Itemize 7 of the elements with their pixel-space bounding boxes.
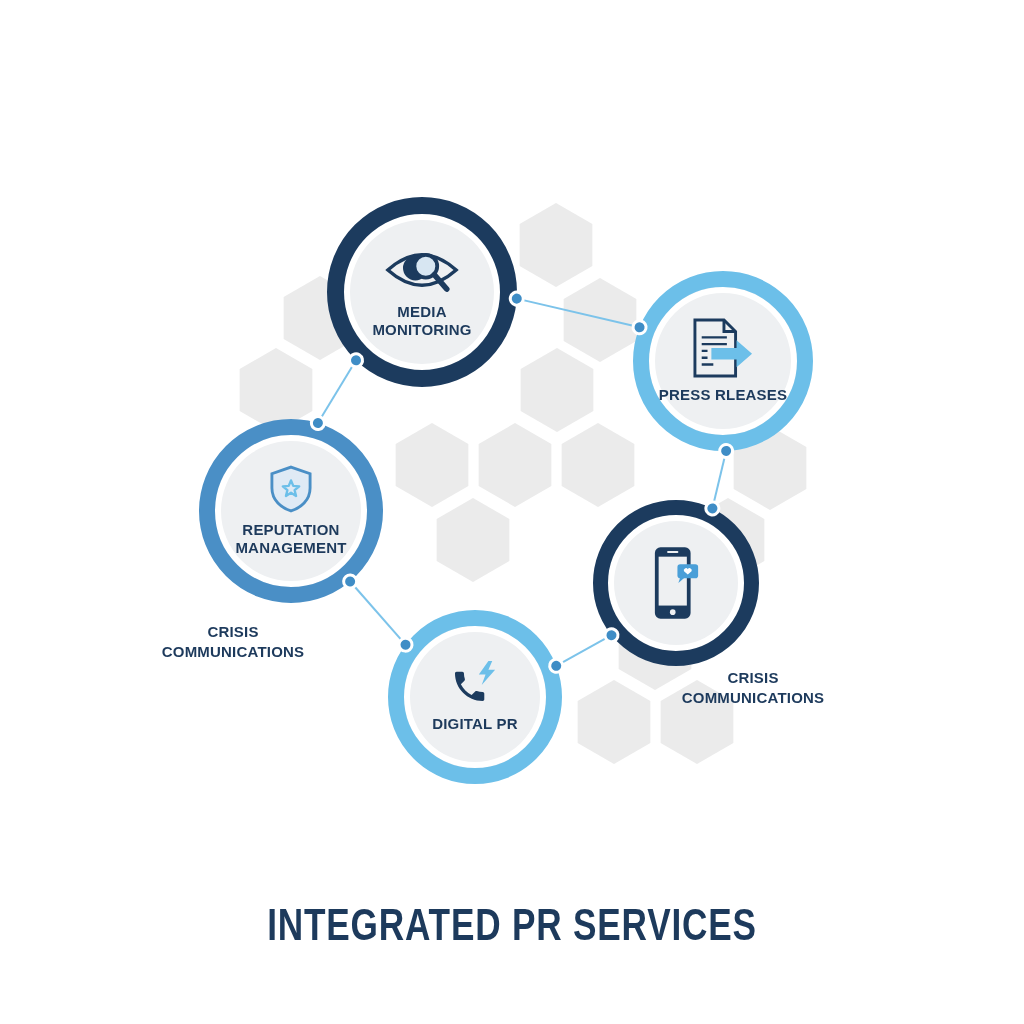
text-label: CRISIS COMMUNICATIONS	[160, 622, 306, 661]
node-caption: CRISIS COMMUNICATIONS	[680, 668, 826, 707]
node-label: MEDIA MONITORING	[371, 303, 473, 339]
node-label: DIGITAL PR	[432, 715, 518, 733]
diagram-title: INTEGRATED PR SERVICES	[267, 900, 757, 950]
node-label: REPUTATION MANAGEMENT	[234, 521, 348, 557]
node-label: PRESS RLEASES	[658, 386, 788, 404]
